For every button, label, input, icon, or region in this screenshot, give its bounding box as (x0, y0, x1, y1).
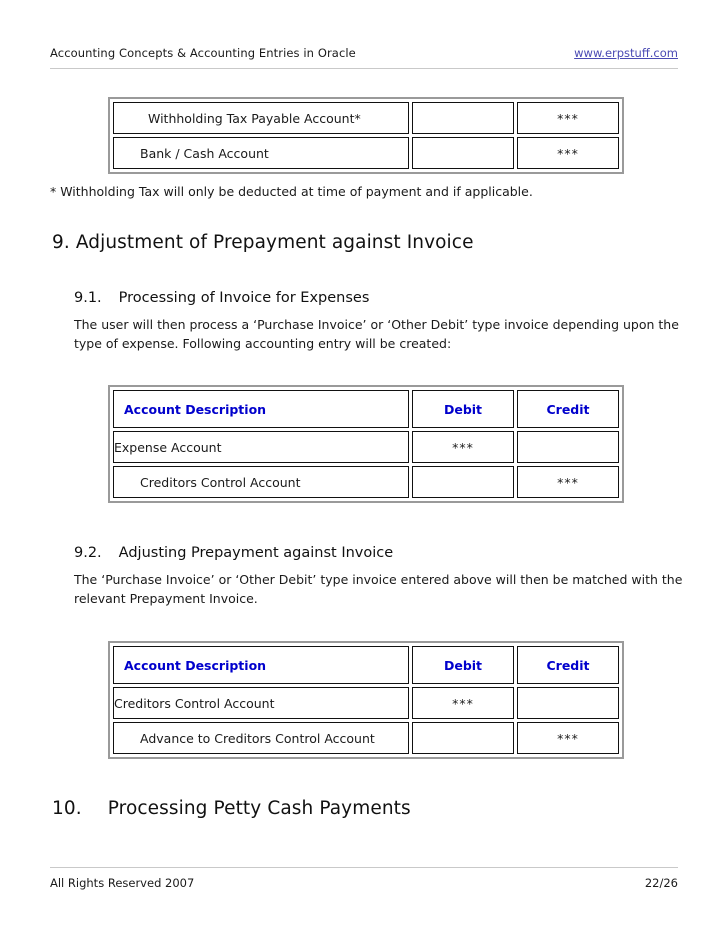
credit-cell: *** (517, 102, 619, 134)
debit-cell (412, 137, 514, 169)
section-9-number: 9. (52, 232, 70, 253)
section-9-2-number: 9.2. (74, 545, 102, 561)
section-10-title: Processing Petty Cash Payments (107, 798, 411, 819)
debit-cell: *** (412, 687, 514, 719)
debit-cell (412, 466, 514, 498)
invoice-expense-journal-table: Account Description Debit Credit Expense… (108, 385, 624, 503)
account-description-cell: Bank / Cash Account (113, 137, 409, 169)
table-header-row: Account Description Debit Credit (113, 390, 619, 428)
credit-cell: *** (517, 137, 619, 169)
credit-cell (517, 431, 619, 463)
withholding-journal-table: Withholding Tax Payable Account* *** Ban… (108, 97, 624, 174)
section-9-1-paragraph: The user will then process a ‘Purchase I… (74, 317, 679, 351)
section-9-1-heading: 9.1. Processing of Invoice for Expenses (74, 290, 684, 306)
table-header-row: Account Description Debit Credit (113, 646, 619, 684)
header-divider (50, 68, 678, 69)
table-row: Creditors Control Account *** (113, 466, 619, 498)
footer-copyright: All Rights Reserved 2007 (50, 876, 195, 890)
prepayment-adjustment-journal-table: Account Description Debit Credit Credito… (108, 641, 624, 759)
header-debit: Debit (412, 646, 514, 684)
credit-cell (517, 687, 619, 719)
section-9-heading: 9. Adjustment of Prepayment against Invo… (52, 232, 692, 253)
footer-page-number: 22/26 (644, 876, 678, 890)
section-9-title: Adjustment of Prepayment against Invoice (75, 232, 474, 253)
section-10-heading: 10. Processing Petty Cash Payments (52, 798, 692, 819)
header-credit: Credit (517, 646, 619, 684)
account-description-cell: Creditors Control Account (113, 687, 409, 719)
table-row: Withholding Tax Payable Account* *** (113, 102, 619, 134)
footer-divider (50, 867, 678, 868)
table-row: Bank / Cash Account *** (113, 137, 619, 169)
header-debit: Debit (412, 390, 514, 428)
debit-cell (412, 722, 514, 754)
header-credit: Credit (517, 390, 619, 428)
account-description-cell: Advance to Creditors Control Account (113, 722, 409, 754)
credit-cell: *** (517, 466, 619, 498)
table-row: Advance to Creditors Control Account *** (113, 722, 619, 754)
section-9-2-paragraph: The ‘Purchase Invoice’ or ‘Other Debit’ … (74, 572, 683, 606)
header-account-description: Account Description (113, 646, 409, 684)
account-description-cell: Creditors Control Account (113, 466, 409, 498)
header-account-description: Account Description (113, 390, 409, 428)
withholding-footnote: * Withholding Tax will only be deducted … (50, 184, 533, 199)
header-website-link[interactable]: www.erpstuff.com (574, 46, 678, 60)
page-footer: All Rights Reserved 2007 22/26 (50, 876, 678, 890)
debit-cell (412, 102, 514, 134)
table-row: Creditors Control Account *** (113, 687, 619, 719)
section-9-2-title: Adjusting Prepayment against Invoice (118, 545, 394, 561)
credit-cell: *** (517, 722, 619, 754)
section-9-1-title: Processing of Invoice for Expenses (118, 290, 370, 306)
account-description-cell: Expense Account (113, 431, 409, 463)
table-row: Expense Account *** (113, 431, 619, 463)
header-title: Accounting Concepts & Accounting Entries… (50, 46, 356, 60)
page-header: Accounting Concepts & Accounting Entries… (50, 46, 678, 60)
section-10-number: 10. (52, 798, 82, 819)
debit-cell: *** (412, 431, 514, 463)
section-9-1-number: 9.1. (74, 290, 102, 306)
account-description-cell: Withholding Tax Payable Account* (113, 102, 409, 134)
section-9-2-heading: 9.2. Adjusting Prepayment against Invoice (74, 545, 684, 561)
